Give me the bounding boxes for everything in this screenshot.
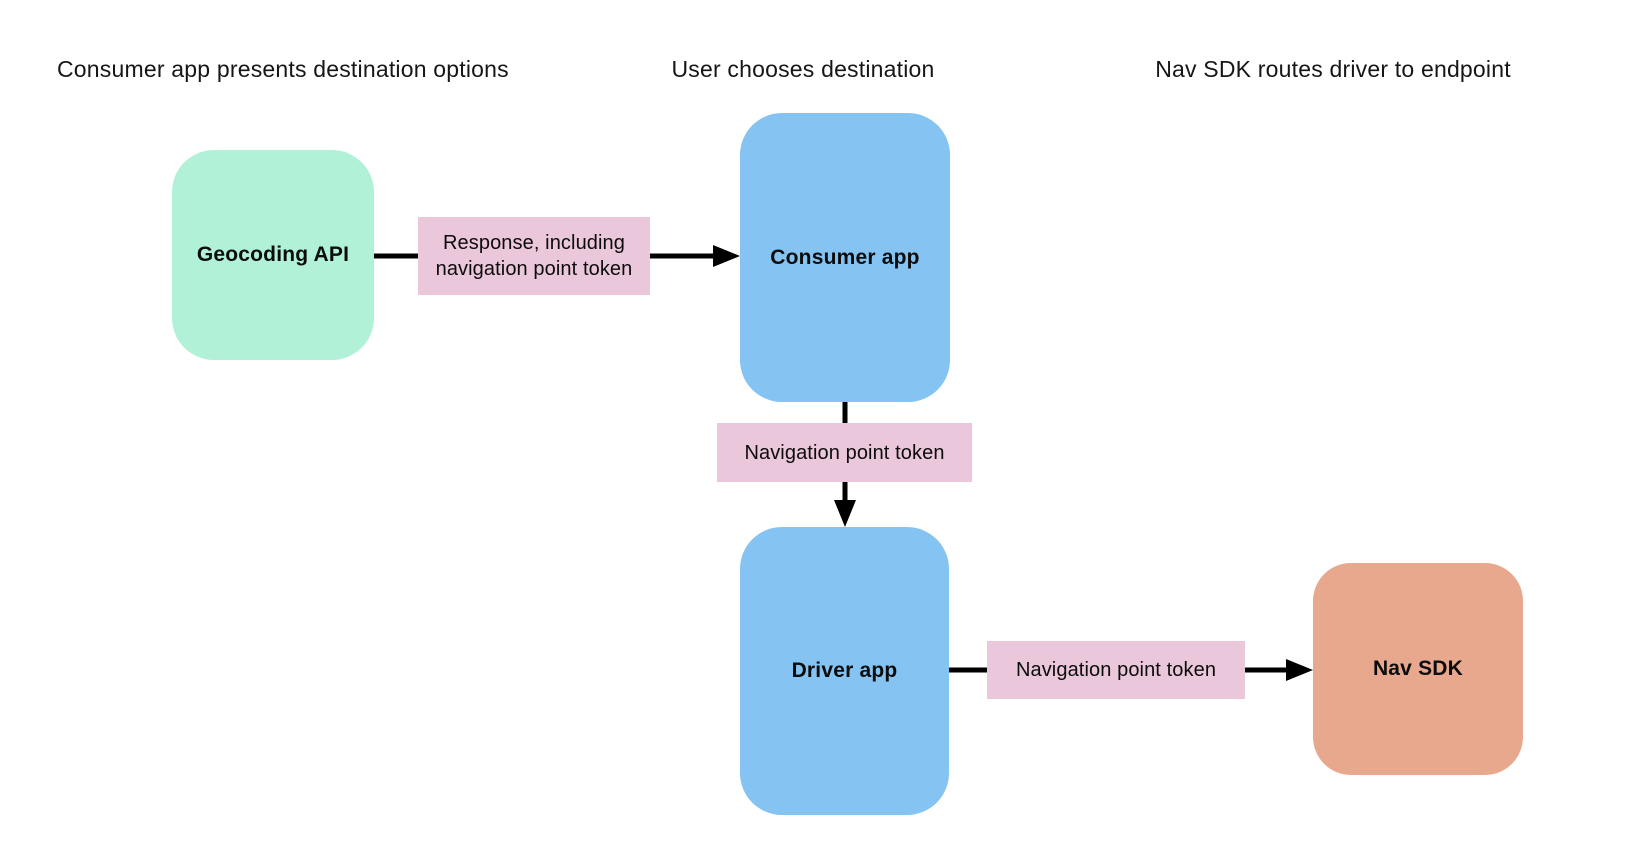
node-geocoding-api: Geocoding API bbox=[172, 150, 374, 360]
node-nav-sdk: Nav SDK bbox=[1313, 563, 1523, 775]
node-geocoding-api-label: Geocoding API bbox=[196, 243, 350, 266]
stage-header-navsdk-routes: Nav SDK routes driver to endpoint bbox=[1155, 56, 1511, 82]
edge-label-text: Navigation point token bbox=[744, 441, 945, 464]
node-driver-app: Driver app bbox=[740, 527, 949, 815]
node-nav-sdk-label: Nav SDK bbox=[1372, 657, 1464, 680]
edge-label-navigation-point-token-vertical: Navigation point token bbox=[717, 423, 972, 482]
edge-label-text: Response, including navigation point tok… bbox=[435, 232, 633, 280]
node-consumer-app: Consumer app bbox=[740, 113, 950, 402]
edge-label-navigation-point-token-horizontal: Navigation point token bbox=[987, 641, 1245, 699]
stage-header-consumer-presents: Consumer app presents destination option… bbox=[57, 56, 509, 82]
edge-label-response-including-token: Response, including navigation point tok… bbox=[418, 217, 650, 295]
edge-label-text: Navigation point token bbox=[1015, 659, 1217, 681]
node-consumer-app-label: Consumer app bbox=[770, 245, 920, 269]
node-driver-app-label: Driver app bbox=[791, 659, 898, 682]
stage-header-user-chooses: User chooses destination bbox=[671, 56, 935, 82]
